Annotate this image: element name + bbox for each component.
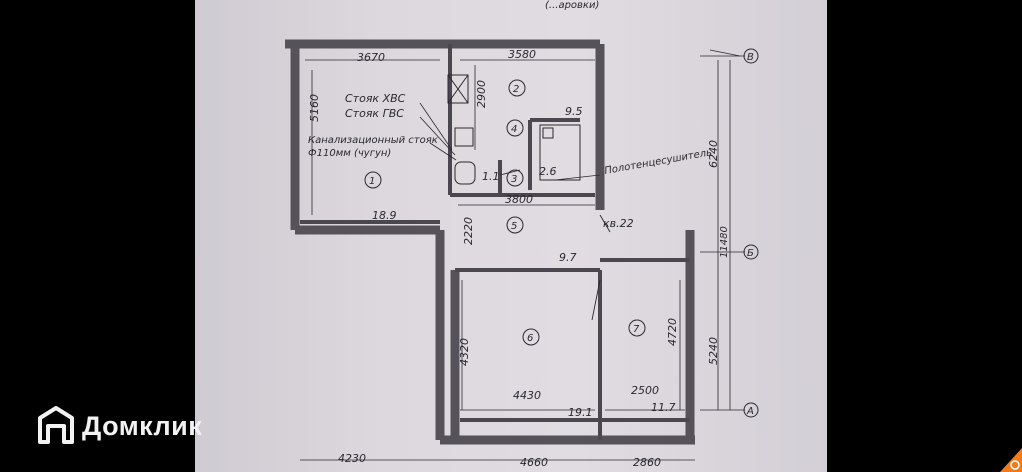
doors <box>499 169 611 321</box>
outer-walls <box>285 39 695 445</box>
watermark-brand: Домклик <box>82 410 203 441</box>
dim-bottom-left: 4230 <box>338 452 366 465</box>
room5-area: 9.7 <box>559 251 577 264</box>
axis-markers <box>743 48 759 418</box>
inner-walls <box>300 44 690 440</box>
dimension-lines <box>300 55 745 461</box>
label-cold-riser: Стояк ХВС <box>345 92 406 105</box>
dim-room7-width: 2500 <box>631 384 659 397</box>
room4-area: 2.6 <box>539 165 557 178</box>
dim-top-left: 3670 <box>357 51 385 64</box>
dim-corridor-width: 3800 <box>505 193 533 206</box>
top-caption: (...аровки) <box>545 0 599 11</box>
dim-room2-height: 2900 <box>475 80 488 108</box>
dim-right-upper: 6240 <box>707 140 720 168</box>
label-sewer-riser-2: Ф110мм (чугун) <box>308 148 391 159</box>
room1-area: 18.9 <box>372 209 397 222</box>
label-hot-riser: Стояк ГВС <box>345 107 404 120</box>
plan-paper <box>195 0 827 472</box>
axis-label-a: А <box>746 406 754 417</box>
leaders <box>419 49 741 181</box>
dim-bottom-mid: 4660 <box>520 456 548 469</box>
room5-number: 5 <box>511 221 517 232</box>
badge-icon <box>1000 448 1022 472</box>
label-sewer-riser-1: Канализационный стояк <box>308 135 438 146</box>
dim-room1-height: 5160 <box>308 94 321 122</box>
domclick-watermark: Домклик <box>38 404 202 448</box>
dim-room7-height: 4720 <box>666 318 679 346</box>
dim-room6-width: 4430 <box>513 389 541 402</box>
label-apartment: кв.22 <box>603 217 634 230</box>
room2-number: 2 <box>513 84 519 95</box>
axis-label-v: В <box>747 52 754 63</box>
house-logo-icon <box>38 406 74 444</box>
room7-area: 11.7 <box>651 401 676 414</box>
plumbing <box>447 74 581 185</box>
dim-bottom-right: 2860 <box>633 456 661 469</box>
dim-right-total: 11480 <box>719 226 730 258</box>
room7-number: 7 <box>633 324 640 335</box>
room3-number: 3 <box>511 174 517 185</box>
dim-top-right: 3580 <box>508 48 536 61</box>
dim-right-lower: 5240 <box>707 337 720 365</box>
room6-area: 19.1 <box>568 406 593 419</box>
dim-corridor-height: 2220 <box>462 217 475 245</box>
room-circles <box>364 79 646 346</box>
axis-label-b: Б <box>747 248 754 259</box>
room1-number: 1 <box>369 176 375 187</box>
room3-area: 1.1 <box>482 170 500 183</box>
room4-number: 4 <box>511 124 517 135</box>
label-towel-dryer: Полотенцесушитель <box>604 147 713 177</box>
dim-room6-height: 4320 <box>458 338 471 366</box>
room2-area: 9.5 <box>565 105 583 118</box>
room6-number: 6 <box>527 333 533 344</box>
